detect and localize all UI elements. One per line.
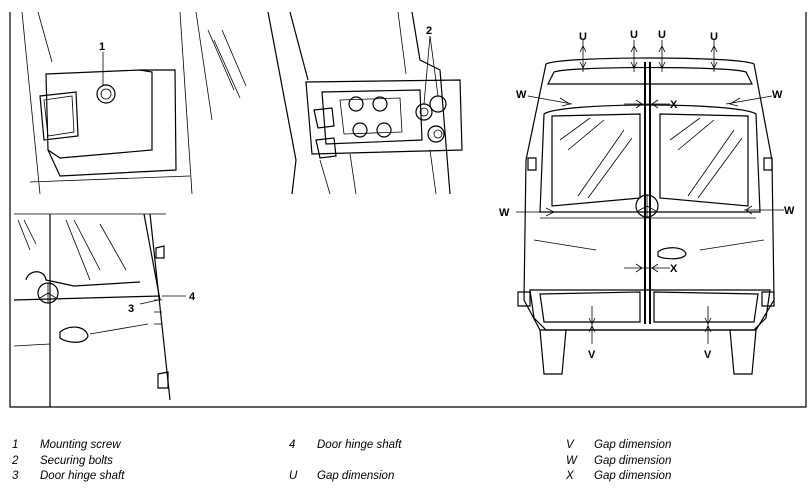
legend-item: V Gap dimension <box>566 438 671 454</box>
legend-item: X Gap dimension <box>566 469 671 485</box>
legend-item: 2 Securing bolts <box>12 454 124 470</box>
legend-text: Mounting screw <box>40 439 121 451</box>
legend-text: Door hinge shaft <box>317 439 402 451</box>
callout-3: 3 <box>128 303 134 315</box>
callout-u-3: U <box>658 29 666 41</box>
legend-key: 3 <box>12 470 19 482</box>
callout-w-3: W <box>499 207 510 219</box>
callout-x-2: X <box>670 263 678 275</box>
legend-text: Door hinge shaft <box>40 470 125 482</box>
panel-mounting-screw: 1 <box>21 11 247 195</box>
callout-2: 2 <box>426 25 432 37</box>
callout-u-2: U <box>630 29 638 41</box>
callout-w-2: W <box>772 89 783 101</box>
figure-border <box>9 12 807 408</box>
callout-w-1: W <box>516 89 527 101</box>
legend-text: Gap dimension <box>594 439 672 451</box>
legend-column-2: 4 Door hinge shaft U Gap dimension <box>289 438 401 485</box>
callout-line-3 <box>139 299 159 305</box>
legend-key: 2 <box>12 454 19 467</box>
legend-key: W <box>566 454 577 467</box>
legend-column-1: 1 Mounting screw 2 Securing bolts 3 Door hi… <box>12 438 124 485</box>
legend-text: Gap dimension <box>317 470 395 482</box>
legend-item: 3 Door hinge shaft <box>12 469 124 485</box>
legend-key: V <box>566 439 574 451</box>
callout-u-1: U <box>579 31 587 43</box>
legend-item: 1 Mounting screw <box>12 438 124 454</box>
legend-text: Gap dimension <box>594 454 672 467</box>
panel-van-rear: U U U U W W W W X X V V <box>499 29 795 375</box>
panel-securing-bolts: 2 <box>267 11 463 195</box>
callout-4: 4 <box>189 291 196 303</box>
callout-v-2: V <box>704 349 712 361</box>
legend-key: 1 <box>12 439 19 451</box>
legend-key: U <box>289 470 298 482</box>
legend-item: W Gap dimension <box>566 454 671 470</box>
callout-w-4: W <box>784 205 795 217</box>
legend-column-3: V Gap dimension W Gap dimension X Gap dimen… <box>566 438 671 485</box>
legend-text: Securing bolts <box>40 454 113 467</box>
legend-key: X <box>566 470 574 482</box>
door-gap-diagram: 1 2 <box>9 11 807 408</box>
legend-item: U Gap dimension <box>289 469 401 485</box>
legend-key: 4 <box>289 439 296 451</box>
callout-x-1: X <box>670 99 678 111</box>
legend-item: 4 Door hinge shaft <box>289 438 401 454</box>
callout-u-4: U <box>710 31 718 43</box>
panel-door-hinge: 3 4 <box>13 213 196 407</box>
legend-text: Gap dimension <box>594 470 672 482</box>
callout-1: 1 <box>99 41 105 53</box>
legend: 1 Mounting screw 2 Securing bolts 3 Door hi… <box>0 438 812 494</box>
callout-v-1: V <box>588 349 596 361</box>
callout-line-2 <box>423 35 439 105</box>
